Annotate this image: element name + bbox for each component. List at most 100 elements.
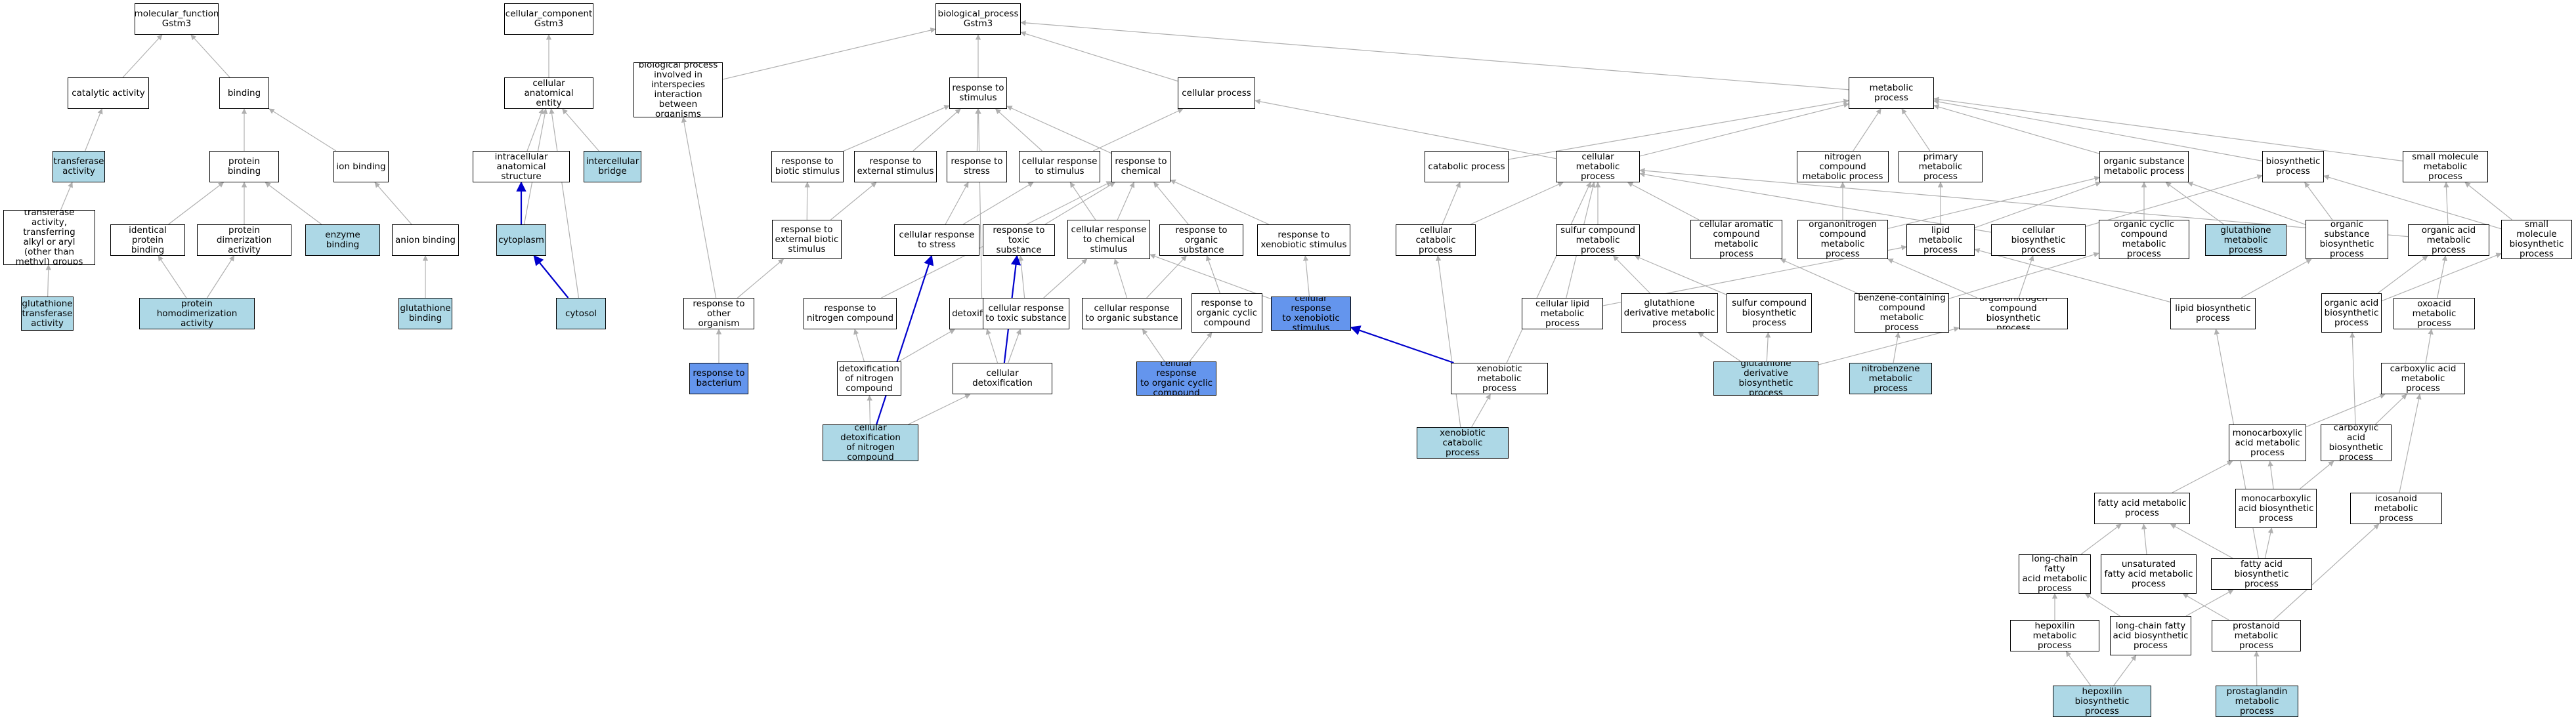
node-orgacidbiosyn[interactable]: organic acid biosynthetic process [2321, 293, 2382, 333]
node-cellproc[interactable]: cellular process [1178, 77, 1255, 109]
node-monocarb[interactable]: monocarboxylic acid metabolic process [2229, 424, 2306, 461]
node-aromatic[interactable]: cellular aromatic compound metabolic pro… [1690, 220, 1782, 259]
node-orgacid[interactable]: organic acid metabolic process [2408, 224, 2489, 256]
node-toxic[interactable]: response to toxic substance [983, 224, 1055, 256]
node-orgbiosyn[interactable]: organic substance biosynthetic process [2306, 220, 2388, 259]
node-nitrometab[interactable]: nitrogen compound metabolic process [1797, 151, 1889, 182]
node-xenoresp[interactable]: response to xenobiotic stimulus [1257, 224, 1350, 256]
node-xenocatab[interactable]: xenobiotic catabolic process [1417, 427, 1509, 459]
node-nitrobenzene[interactable]: nitrobenzene metabolic process [1849, 363, 1932, 394]
node-carbbiosyn[interactable]: carboxylic acid biosynthetic process [2321, 424, 2392, 461]
node-longbiosyn[interactable]: long-chain fatty acid biosynthetic proce… [2110, 616, 2191, 655]
node-celltoxic[interactable]: cellular response to toxic substance [983, 298, 1069, 329]
node-nitroresp[interactable]: response to nitrogen compound [804, 298, 897, 329]
node-gluderiv[interactable]: glutathione derivative metabolic process [1621, 293, 1718, 333]
edge-fattybiosyn-monobiosyn [2264, 527, 2273, 559]
node-catalytic[interactable]: catalytic activity [68, 77, 149, 109]
edge-enzyme-protbind [265, 182, 322, 225]
node-ionbind[interactable]: ion binding [333, 151, 389, 182]
edge-monocarb-carboxylic [2306, 394, 2386, 428]
edge-cellstim-stimulus [995, 108, 1042, 152]
node-otherorg[interactable]: response to other organism [683, 298, 754, 329]
node-cellxeno[interactable]: cellular response to xenobiotic stimulus [1271, 297, 1351, 331]
node-unsat[interactable]: unsaturated fatty acid metabolic process [2101, 554, 2197, 594]
node-cellcatab[interactable]: cellular catabolic process [1396, 224, 1476, 256]
node-stimulus[interactable]: response to stimulus [949, 77, 1007, 109]
edge-celltoxic-toxic [1018, 255, 1025, 299]
node-identprot[interactable]: identical protein binding [110, 224, 185, 256]
node-gst[interactable]: glutathione transferase activity [21, 297, 74, 331]
node-transferase[interactable]: transferase activity [53, 151, 105, 182]
node-fattybiosyn[interactable]: fatty acid biosynthetic process [2211, 558, 2312, 590]
node-sulfbiosyn[interactable]: sulfur compound biosynthetic process [1727, 293, 1812, 333]
node-fatty[interactable]: fatty acid metabolic process [2094, 493, 2190, 524]
node-glubind[interactable]: glutathione binding [398, 298, 452, 329]
node-celldetox[interactable]: cellular detoxification [953, 363, 1052, 394]
node-mf[interactable]: molecular_function Gstm3 [135, 3, 219, 35]
node-xenometab[interactable]: xenobiotic metabolic process [1451, 363, 1548, 394]
node-cellcyclic[interactable]: cellular response to organic cyclic comp… [1136, 361, 1216, 396]
node-protdimer[interactable]: protein dimerization activity [197, 224, 291, 256]
node-longchain[interactable]: long-chain fatty acid metabolic process [2019, 554, 2091, 594]
node-cytoplasm[interactable]: cytoplasm [496, 224, 546, 256]
node-oxoacid[interactable]: oxoacid metabolic process [2394, 298, 2475, 329]
node-orgsubresp[interactable]: response to organic substance [1159, 224, 1243, 256]
node-metab[interactable]: metabolic process [1849, 77, 1934, 109]
node-prostaglandin[interactable]: prostaglandin metabolic process [2216, 686, 2298, 717]
node-extbiotic[interactable]: response to external biotic stimulus [772, 220, 842, 259]
node-cellchem[interactable]: cellular response to chemical stimulus [1067, 220, 1150, 259]
node-orgnitrobiosyn[interactable]: organonitrogen compound biosynthetic pro… [1959, 298, 2068, 329]
node-monobiosyn[interactable]: monocarboxylic acid biosynthetic process [2235, 489, 2317, 528]
node-cellbiosyn[interactable]: cellular biosynthetic process [1991, 224, 2086, 256]
node-cellorgsub[interactable]: cellular response to organic substance [1082, 298, 1182, 329]
node-sulfur[interactable]: sulfur compound metabolic process [1556, 224, 1640, 256]
node-celllipid[interactable]: cellular lipid metabolic process [1522, 298, 1603, 329]
node-catabolic[interactable]: catabolic process [1425, 151, 1509, 182]
node-hepometab[interactable]: hepoxilin metabolic process [2010, 620, 2099, 651]
edge-unsat-fatty [2141, 524, 2147, 555]
edge-prostanoid-icosanoid [2273, 524, 2380, 621]
node-bridge[interactable]: intercellular bridge [584, 151, 641, 182]
node-bp[interactable]: biological_process Gstm3 [935, 3, 1021, 35]
node-icosanoid[interactable]: icosanoid metabolic process [2350, 493, 2442, 524]
node-enzyme[interactable]: enzyme binding [305, 224, 380, 256]
node-celldetoxnitro[interactable]: cellular detoxification of nitrogen comp… [823, 424, 918, 461]
node-bacterium[interactable]: response to bacterium [689, 363, 748, 394]
node-lipid[interactable]: lipid metabolic process [1906, 224, 1975, 256]
node-smallmol[interactable]: small molecule metabolic process [2403, 151, 2488, 182]
node-hepobiosyn[interactable]: hepoxilin biosynthetic process [2053, 686, 2151, 717]
node-anat[interactable]: cellular anatomical entity [504, 77, 593, 109]
node-homodimer[interactable]: protein homodimerization activity [139, 298, 255, 329]
node-lipidbiosyn[interactable]: lipid biosynthetic process [2170, 298, 2256, 329]
node-cellmetab[interactable]: cellular metabolic process [1556, 151, 1640, 182]
node-stress[interactable]: response to stress [947, 151, 1007, 182]
node-cc[interactable]: cellular_component Gstm3 [504, 3, 593, 35]
node-protbind[interactable]: protein binding [209, 151, 279, 182]
node-biotic[interactable]: response to biotic stimulus [771, 151, 844, 182]
node-binding[interactable]: binding [219, 77, 269, 109]
node-benzene[interactable]: benzene-containing compound metabolic pr… [1855, 293, 1949, 333]
node-prostanoid[interactable]: prostanoid metabolic process [2212, 620, 2301, 651]
node-transf-alkyl[interactable]: transferase activity, transferring alkyl… [3, 210, 95, 265]
node-cellstress[interactable]: cellular response to stress [894, 224, 979, 256]
node-cyclicresp[interactable]: response to organic cyclic compound [1191, 293, 1262, 333]
node-cyclic[interactable]: organic cyclic compound metabolic proces… [2099, 220, 2189, 259]
node-interspecies[interactable]: biological process involved in interspec… [633, 62, 723, 117]
edge-monobiosyn-monocarb [2267, 461, 2274, 489]
node-glumetab[interactable]: glutathione metabolic process [2205, 224, 2286, 256]
node-detoxnitro[interactable]: detoxification of nitrogen compound [837, 361, 901, 396]
node-smallbiosyn[interactable]: small molecule biosynthetic process [2501, 220, 2572, 259]
node-external[interactable]: response to external stimulus [854, 151, 937, 182]
node-orgsubst[interactable]: organic substance metabolic process [2099, 151, 2189, 182]
node-carboxylic[interactable]: carboxylic acid metabolic process [2381, 363, 2465, 394]
node-intracell[interactable]: intracellular anatomical structure [473, 151, 570, 182]
node-cytosol[interactable]: cytosol [556, 298, 606, 329]
node-primary[interactable]: primary metabolic process [1899, 151, 1983, 182]
node-gluderivbiosyn[interactable]: glutathione derivative biosynthetic proc… [1713, 361, 1818, 396]
node-chemical[interactable]: response to chemical [1111, 151, 1170, 182]
node-cellstim[interactable]: cellular response to stimulus [1019, 151, 1100, 182]
node-organonitro[interactable]: organonitrogen compound metabolic proces… [1797, 220, 1888, 259]
node-anion[interactable]: anion binding [392, 224, 459, 256]
edge-celldetoxnitro-cellstress [876, 255, 934, 425]
node-biosynth[interactable]: biosynthetic process [2262, 151, 2324, 182]
